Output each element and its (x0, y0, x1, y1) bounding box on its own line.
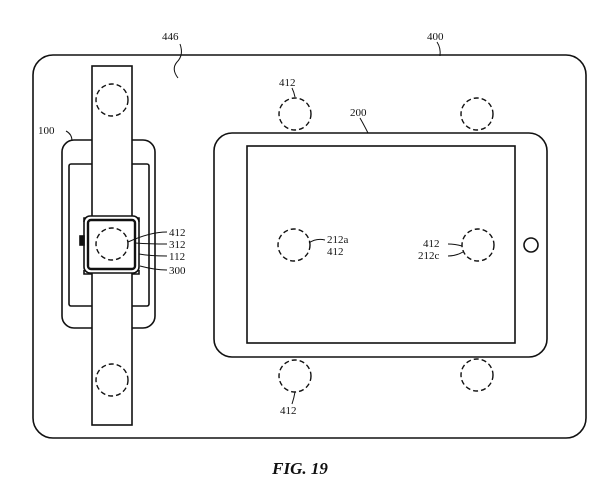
label-312: 312 (169, 239, 186, 251)
label-412-top-left: 412 (279, 77, 296, 89)
leader-412-watch (127, 231, 168, 243)
leader-400 (436, 41, 441, 57)
leader-412-bottom (291, 391, 296, 405)
tablet-200-body (213, 132, 548, 358)
coil-412-band-bottom (95, 363, 129, 397)
watch-lug-bottom (83, 270, 140, 275)
label-300: 300 (169, 265, 186, 277)
label-212c: 212c (418, 250, 440, 262)
watch-band-lower (91, 267, 133, 426)
watch-300-crown (79, 235, 85, 246)
label-412-center: 412 (327, 246, 344, 258)
label-100: 100 (38, 125, 55, 137)
leader-300 (139, 265, 168, 271)
coil-412-watch (95, 227, 129, 261)
leader-200 (359, 117, 369, 134)
charging-mat-446 (32, 54, 587, 439)
watch-band-upper (91, 65, 133, 219)
label-400: 400 (427, 31, 444, 43)
leader-412-top-left (291, 87, 296, 98)
leader-212a (308, 238, 326, 244)
coil-412-band-top (95, 83, 129, 117)
coil-212c (461, 228, 495, 262)
coil-412-bottom-right (460, 358, 494, 392)
figure-caption: FIG. 19 (271, 459, 328, 478)
label-446: 446 (162, 31, 179, 43)
leader-100 (65, 130, 73, 142)
leader-312 (134, 242, 168, 245)
label-212a: 212a (327, 234, 349, 246)
label-412-watch: 412 (169, 227, 186, 239)
leader-412-right (447, 243, 463, 247)
label-412-bottom: 412 (280, 405, 297, 417)
tablet-200-screen (246, 145, 516, 344)
watch-300-screen (86, 218, 137, 271)
label-412-right: 412 (423, 238, 440, 250)
coil-412-top-left (278, 97, 312, 131)
coil-412-top-right (460, 97, 494, 131)
coil-412-bottom-left (278, 359, 312, 393)
label-200: 200 (350, 107, 367, 119)
leader-112 (138, 253, 168, 257)
tablet-home-button (523, 237, 539, 253)
leader-212c (447, 251, 464, 257)
leader-446 (173, 43, 182, 79)
label-112: 112 (169, 251, 185, 263)
coil-212a (277, 228, 311, 262)
